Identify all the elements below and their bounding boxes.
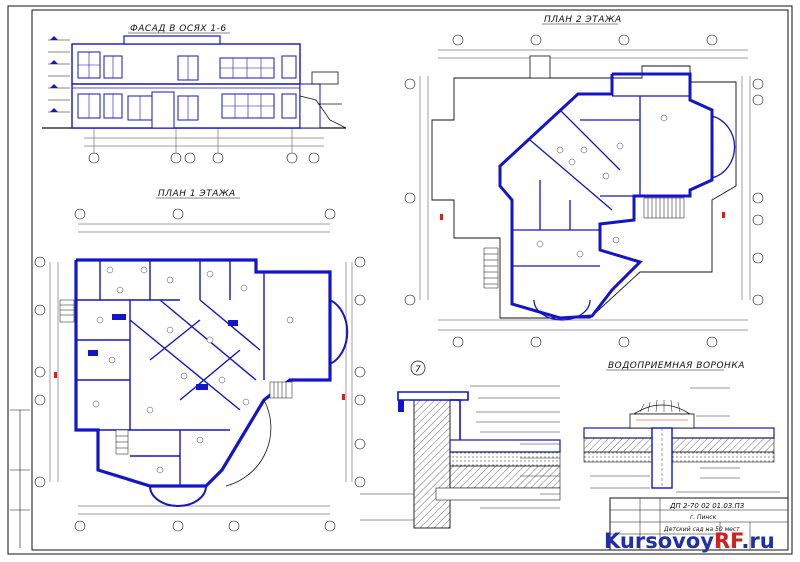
plan-2-drawing: ПЛАН 2 ЭТАЖА (404, 15, 764, 348)
watermark-part-1: Kursovoy (604, 529, 714, 553)
plan-1-drawing: ПЛАН 1 ЭТАЖА (34, 189, 366, 532)
stamp-place: г. Пинск (690, 514, 717, 521)
watermark-part-3: .ru (741, 529, 774, 553)
facade-drawing: ФАСАД В ОСЯХ 1-6 (42, 24, 347, 164)
title-block: ДП 2-70 02 01.03.ПЗ г. Пинск Детский сад… (609, 497, 789, 551)
node-7-detail: 7 (360, 360, 561, 529)
watermark-logo: KursovoyRF.ru (604, 529, 775, 553)
funnel-detail: ВОДОПРИЕМНАЯ ВОРОНКА (583, 361, 780, 493)
svg-text:KursovoyRF.ru: KursovoyRF.ru (604, 529, 775, 553)
watermark-part-2: RF (714, 529, 743, 553)
facade-title: ФАСАД В ОСЯХ 1-6 (130, 24, 227, 34)
plan-1-title: ПЛАН 1 ЭТАЖА (158, 189, 236, 199)
funnel-title: ВОДОПРИЕМНАЯ ВОРОНКА (608, 361, 745, 371)
plan-2-title: ПЛАН 2 ЭТАЖА (544, 15, 622, 25)
stamp-doc-code: ДП 2-70 02 01.03.ПЗ (669, 502, 745, 510)
stamp-project: Детский сад на 50 мест (663, 526, 740, 533)
node-number: 7 (415, 365, 421, 375)
